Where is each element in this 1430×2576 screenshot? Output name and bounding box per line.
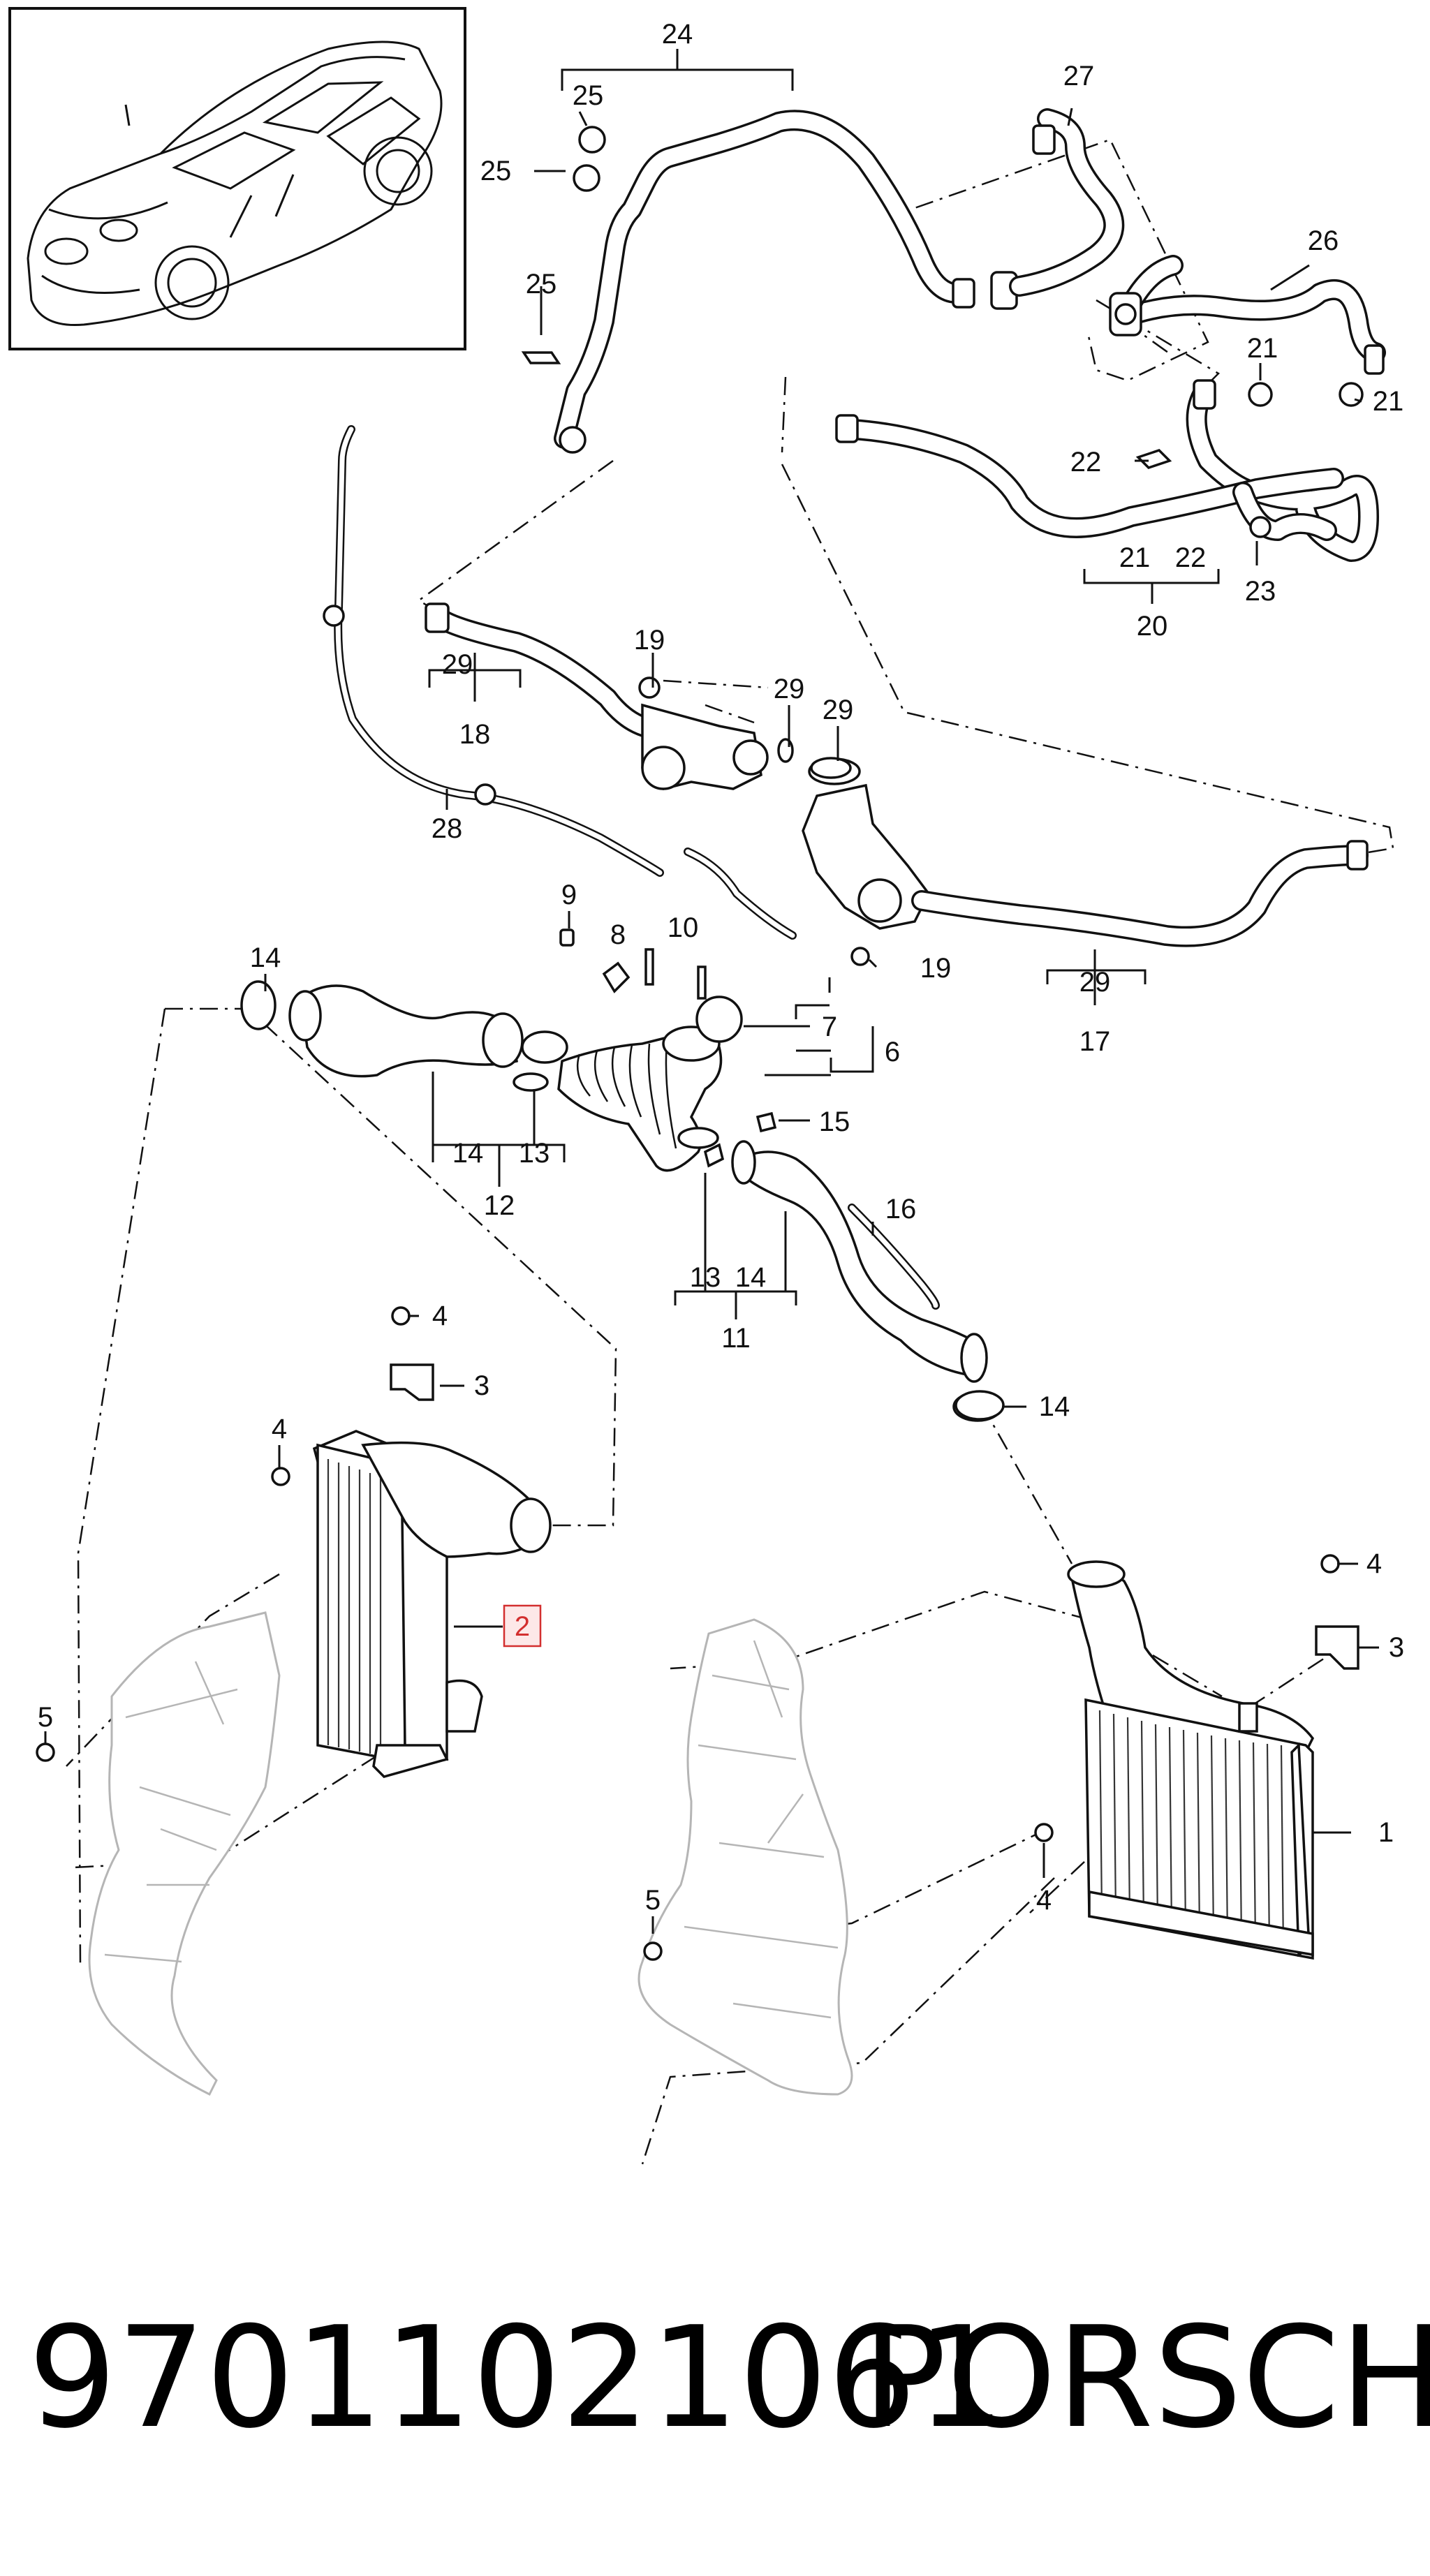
callout-29: 29 [1079, 967, 1111, 998]
callout-22: 22 [1175, 542, 1207, 573]
callout-19: 19 [634, 625, 665, 656]
callout-9: 9 [561, 880, 577, 910]
callout-14: 14 [1039, 1391, 1070, 1422]
callout-23: 23 [1245, 576, 1276, 607]
brand-name: PORSCHE [862, 2297, 1430, 2459]
callout-29: 29 [774, 674, 805, 704]
callout-14: 14 [735, 1262, 767, 1293]
callout-labels: 24 25 25 25 27 26 21 21 22 21 22 20 23 1… [38, 19, 1404, 1916]
callout-15: 15 [819, 1106, 850, 1137]
callout-25: 25 [480, 156, 512, 186]
callout-28: 28 [432, 813, 463, 844]
callout-5: 5 [38, 1702, 53, 1733]
callout-29: 29 [442, 649, 473, 680]
callout-4: 4 [432, 1301, 448, 1331]
coolant-lines-middle [323, 425, 1369, 966]
callout-21: 21 [1119, 542, 1151, 573]
callout-3: 3 [1389, 1632, 1404, 1663]
callout-3: 3 [474, 1370, 489, 1401]
car-thumbnail [8, 7, 466, 350]
highlight-box [503, 1604, 542, 1648]
callout-1: 1 [1378, 1817, 1394, 1848]
callout-brackets [44, 49, 1379, 1934]
callout-20: 20 [1137, 611, 1168, 642]
callout-14: 14 [250, 942, 281, 973]
coolant-hoses-top [521, 108, 1386, 562]
callout-4: 4 [272, 1414, 287, 1444]
callout-16: 16 [885, 1194, 917, 1224]
callout-27: 27 [1063, 61, 1095, 91]
callout-8: 8 [610, 919, 626, 950]
callout-2-highlighted: 2 [515, 1611, 530, 1642]
callout-5: 5 [645, 1885, 661, 1916]
callout-29: 29 [823, 695, 854, 725]
callout-10: 10 [668, 912, 699, 943]
callout-25: 25 [573, 80, 604, 111]
intercooler-right [637, 1390, 1359, 2096]
callout-7: 7 [822, 1012, 837, 1042]
callout-4: 4 [1036, 1885, 1052, 1916]
callout-14: 14 [452, 1138, 484, 1169]
callout-11: 11 [721, 1323, 751, 1354]
callout-4: 4 [1366, 1548, 1382, 1579]
callout-25: 25 [526, 269, 557, 299]
callout-13: 13 [519, 1138, 550, 1169]
callout-26: 26 [1308, 225, 1339, 256]
callout-22: 22 [1070, 447, 1102, 478]
callout-17: 17 [1079, 1026, 1111, 1057]
callout-21: 21 [1247, 333, 1278, 364]
callout-6: 6 [885, 1037, 900, 1067]
callout-24: 24 [662, 19, 693, 50]
callout-21: 21 [1373, 386, 1404, 417]
intercooler-left [36, 1306, 552, 2096]
callout-18: 18 [459, 719, 491, 750]
callout-19: 19 [920, 953, 952, 984]
charge-air-pipes [240, 928, 1003, 1422]
part-number: 97011021061 [28, 2297, 1005, 2459]
callout-13: 13 [690, 1262, 721, 1293]
callout-12: 12 [484, 1190, 515, 1221]
